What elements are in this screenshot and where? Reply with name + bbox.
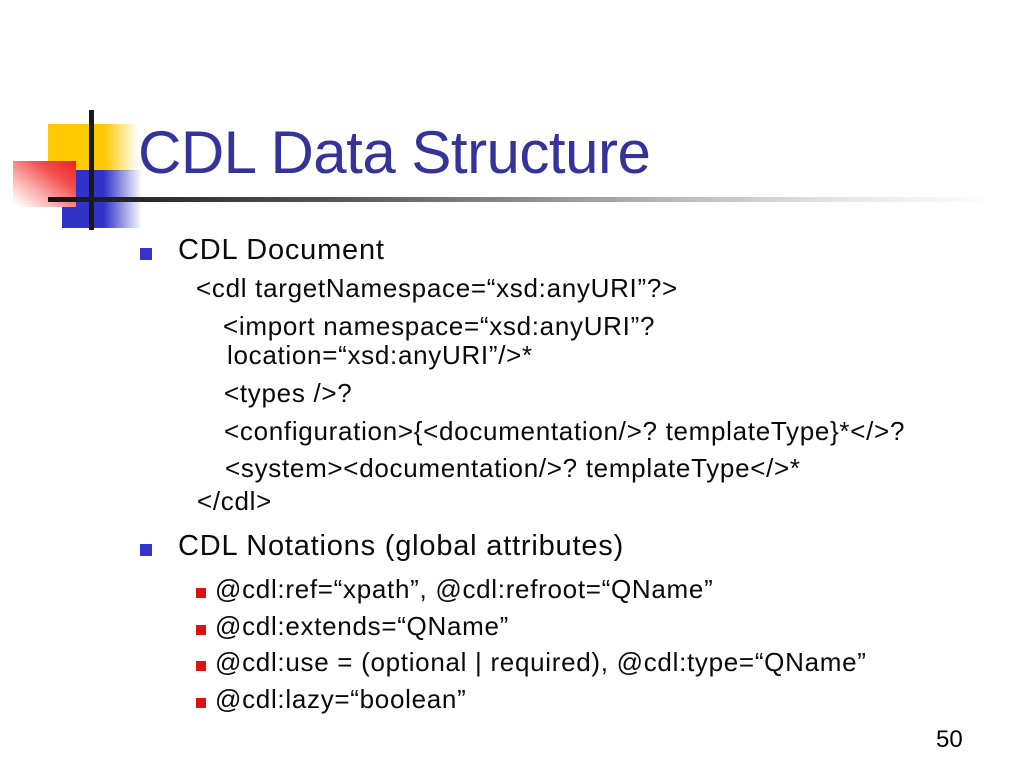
line-text: @cdl:use = (optional | required), @cdl:t…	[215, 647, 867, 677]
code-line-wrap: location=“xsd:anyURI”/>*	[227, 340, 533, 371]
bullet-item: CDL Notations (global attributes)	[140, 530, 625, 563]
line-text: </cdl>	[197, 486, 273, 516]
red-square-bullet-icon	[196, 625, 206, 635]
title-rule	[48, 197, 986, 202]
code-line: </cdl>	[197, 486, 273, 517]
red-square-bullet-icon	[196, 661, 206, 671]
line-text: <types />?	[224, 378, 353, 408]
decoration-vertical-line	[89, 110, 94, 230]
line-text: @cdl:lazy=“boolean”	[215, 684, 467, 714]
sub-bullet-item: @cdl:lazy=“boolean”	[196, 684, 467, 715]
line-text: @cdl:extends=“QName”	[215, 611, 509, 641]
red-square-bullet-icon	[196, 698, 206, 708]
page-number: 50	[936, 726, 963, 753]
code-line: <cdl targetNamespace=“xsd:anyURI”?>	[196, 273, 678, 304]
code-line: <types />?	[224, 378, 353, 409]
red-square-bullet-icon	[196, 588, 206, 598]
line-text: <cdl targetNamespace=“xsd:anyURI”?>	[196, 273, 678, 303]
code-line: <import namespace=“xsd:anyURI”?	[223, 311, 656, 342]
blue-square-bullet-icon	[140, 544, 152, 556]
line-text: CDL Document	[178, 234, 385, 266]
line-text: <import namespace=“xsd:anyURI”?	[223, 311, 656, 341]
line-text: @cdl:ref=“xpath”, @cdl:refroot=“QName”	[215, 574, 714, 604]
sub-bullet-item: @cdl:ref=“xpath”, @cdl:refroot=“QName”	[196, 574, 714, 605]
code-line: <system><documentation/>? templateType</…	[225, 453, 801, 484]
bullet-item: CDL Document	[140, 234, 385, 267]
line-text: <system><documentation/>? templateType</…	[225, 453, 801, 483]
line-text: location=“xsd:anyURI”/>*	[227, 340, 533, 370]
sub-bullet-item: @cdl:use = (optional | required), @cdl:t…	[196, 647, 867, 678]
blue-square-bullet-icon	[140, 248, 152, 260]
code-line: <configuration>{<documentation/>? templa…	[224, 416, 906, 447]
sub-bullet-item: @cdl:extends=“QName”	[196, 611, 509, 642]
line-text: <configuration>{<documentation/>? templa…	[224, 416, 906, 446]
line-text: CDL Notations (global attributes)	[178, 530, 625, 562]
slide-title: CDL Data Structure	[138, 119, 651, 186]
